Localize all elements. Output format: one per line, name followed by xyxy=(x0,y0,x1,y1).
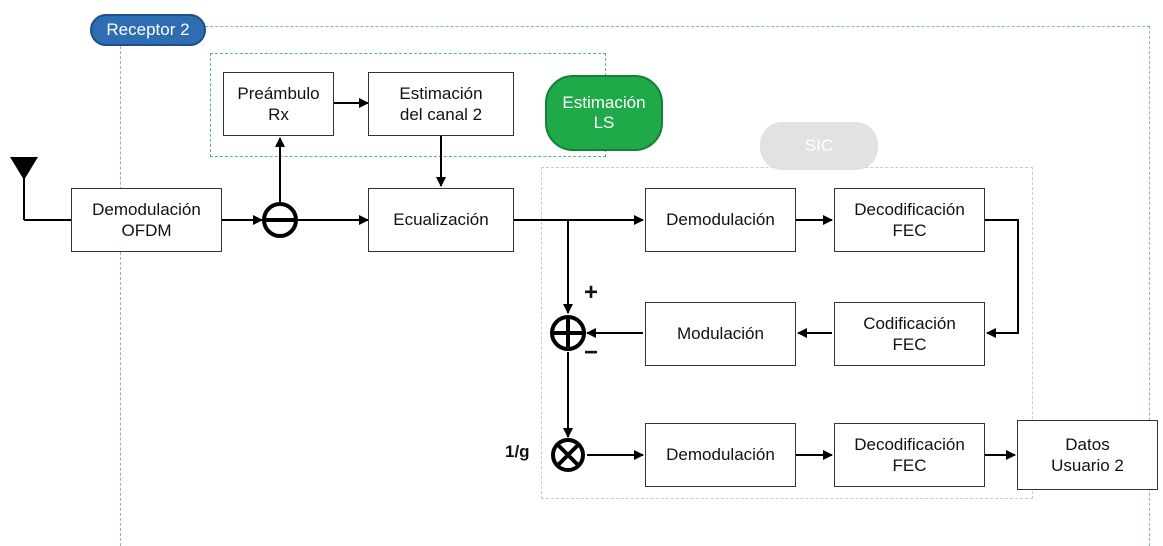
preambulo-rx-block: Preámbulo Rx xyxy=(223,72,334,136)
demodulacion-ofdm-block: Demodulación OFDM xyxy=(71,188,222,252)
ecualizacion-block: Ecualización xyxy=(368,188,514,252)
receptor-tag: Receptor 2 xyxy=(90,14,206,46)
datos-usuario-block: Datos Usuario 2 xyxy=(1017,420,1158,490)
estimacion-ls-tag: Estimación LS xyxy=(545,75,663,151)
sic-tag: SIC xyxy=(760,122,878,170)
decodificacion-fec-block: Decodificación FEC xyxy=(834,188,985,252)
minus-sign: − xyxy=(584,339,599,366)
connections-layer xyxy=(10,98,1019,472)
demodulacion-out-block: Demodulación xyxy=(645,423,796,487)
modulacion-block: Modulación xyxy=(645,302,796,366)
estimacion-canal-block: Estimación del canal 2 xyxy=(368,72,514,136)
gain-label: 1/g xyxy=(505,442,530,461)
codificacion-fec-block: Codificación FEC xyxy=(834,302,985,366)
subtract-node-icon xyxy=(262,202,298,238)
multiply-node-icon xyxy=(551,438,585,472)
sum-node-icon xyxy=(550,315,586,351)
receptor-region xyxy=(120,26,1150,546)
antenna-icon xyxy=(10,157,71,221)
plus-sign: + xyxy=(584,279,599,306)
demodulacion-sic-block: Demodulación xyxy=(645,188,796,252)
decodificacion-fec-out-block: Decodificación FEC xyxy=(834,423,985,487)
